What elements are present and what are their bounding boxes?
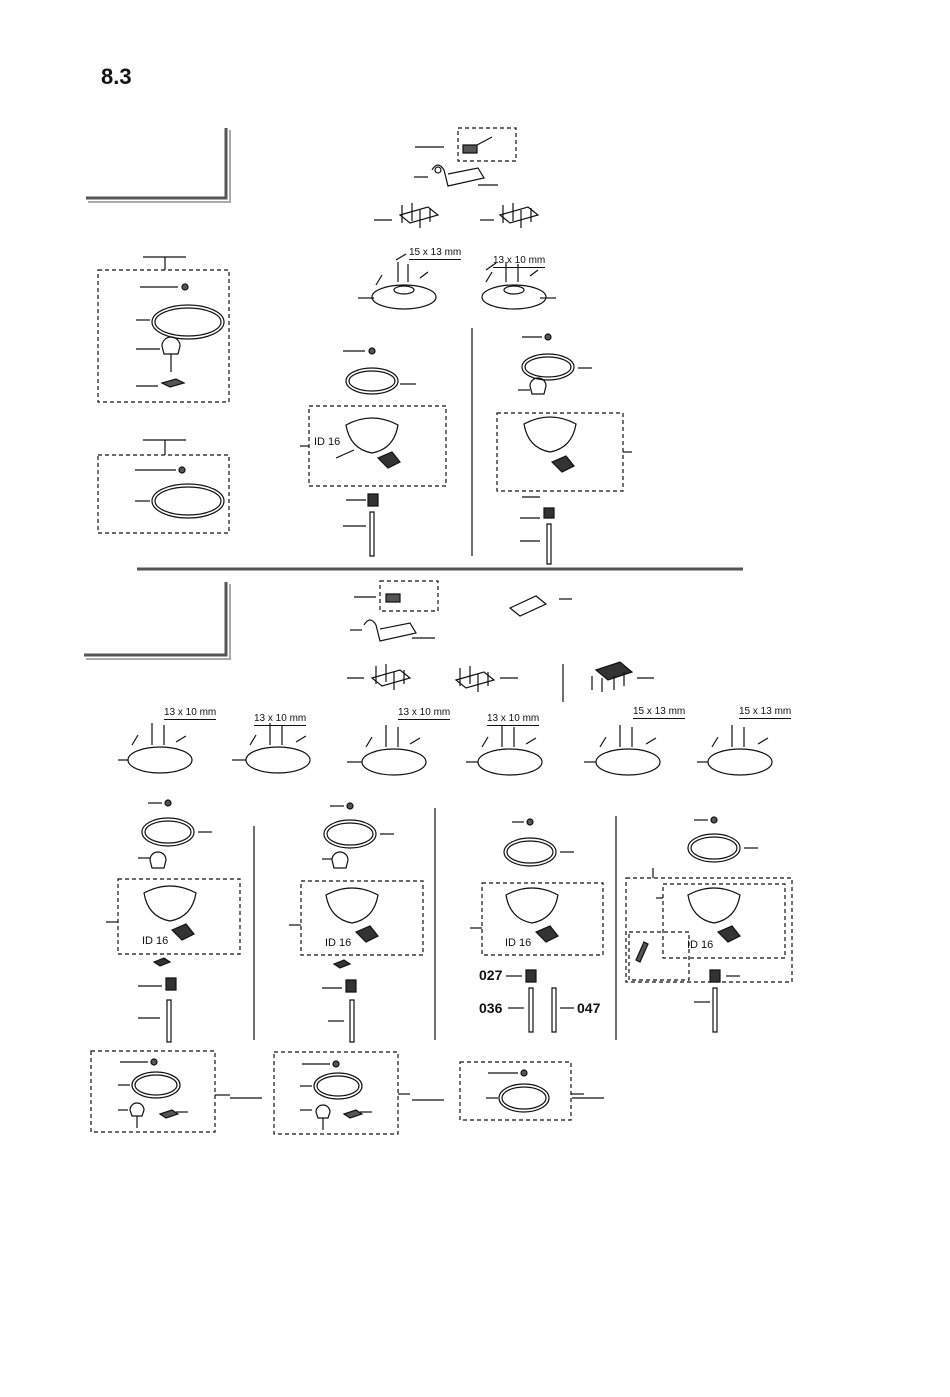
distributor-left xyxy=(374,203,438,228)
kit-box-upper-2 xyxy=(98,440,229,533)
bowl-assembly-lower-4 xyxy=(626,817,792,1032)
kit-box-lower-2 xyxy=(274,1052,444,1134)
inlet-label: ID 16 xyxy=(687,940,713,951)
lower-caption-frame xyxy=(84,582,230,659)
bowl-assembly-upper-left xyxy=(300,348,446,556)
distributor-lower-right xyxy=(592,662,654,692)
kit-box-lower-1 xyxy=(91,1051,262,1132)
dimension-label-large: 15 x 13 mm xyxy=(409,248,461,260)
plate-lower xyxy=(510,596,572,616)
part-number-label: 036 xyxy=(479,1001,502,1015)
bowl-assembly-lower-2 xyxy=(289,803,423,1042)
dimension-label-small: 13 x 10 mm xyxy=(398,708,450,720)
claw-tops-lower xyxy=(118,723,772,775)
inlet-label: ID 16 xyxy=(505,938,531,949)
bowl-assembly-upper-right xyxy=(497,334,632,564)
inlet-label: ID 16 xyxy=(142,936,168,947)
inlet-label: ID 16 xyxy=(325,938,351,949)
distributor-right xyxy=(480,203,538,228)
dimension-label-large: 15 x 13 mm xyxy=(633,707,685,719)
bowl-assembly-lower-1 xyxy=(106,800,240,1042)
bracket-lower xyxy=(350,620,435,641)
dimension-label-large: 15 x 13 mm xyxy=(739,707,791,719)
dimension-label-small: 13 x 10 mm xyxy=(487,714,539,726)
claw-top-small xyxy=(482,262,556,309)
part-number-label: 047 xyxy=(577,1001,600,1015)
part-number-label: 027 xyxy=(479,968,502,982)
dimension-label-small: 13 x 10 mm xyxy=(493,256,545,268)
kit-box-lower-3 xyxy=(460,1062,604,1120)
dimension-label-small: 13 x 10 mm xyxy=(254,714,306,726)
knob-lower xyxy=(354,581,438,611)
inlet-label: ID 16 xyxy=(314,437,340,448)
kit-box-upper-1 xyxy=(98,257,229,402)
distributor-lower-mid xyxy=(456,666,518,692)
knob-top xyxy=(415,128,516,161)
upper-caption-frame xyxy=(86,128,230,202)
bracket-top xyxy=(414,165,498,186)
dimension-label-small: 13 x 10 mm xyxy=(164,708,216,720)
claw-top-large xyxy=(358,254,436,309)
distributor-lower-left xyxy=(347,664,410,690)
